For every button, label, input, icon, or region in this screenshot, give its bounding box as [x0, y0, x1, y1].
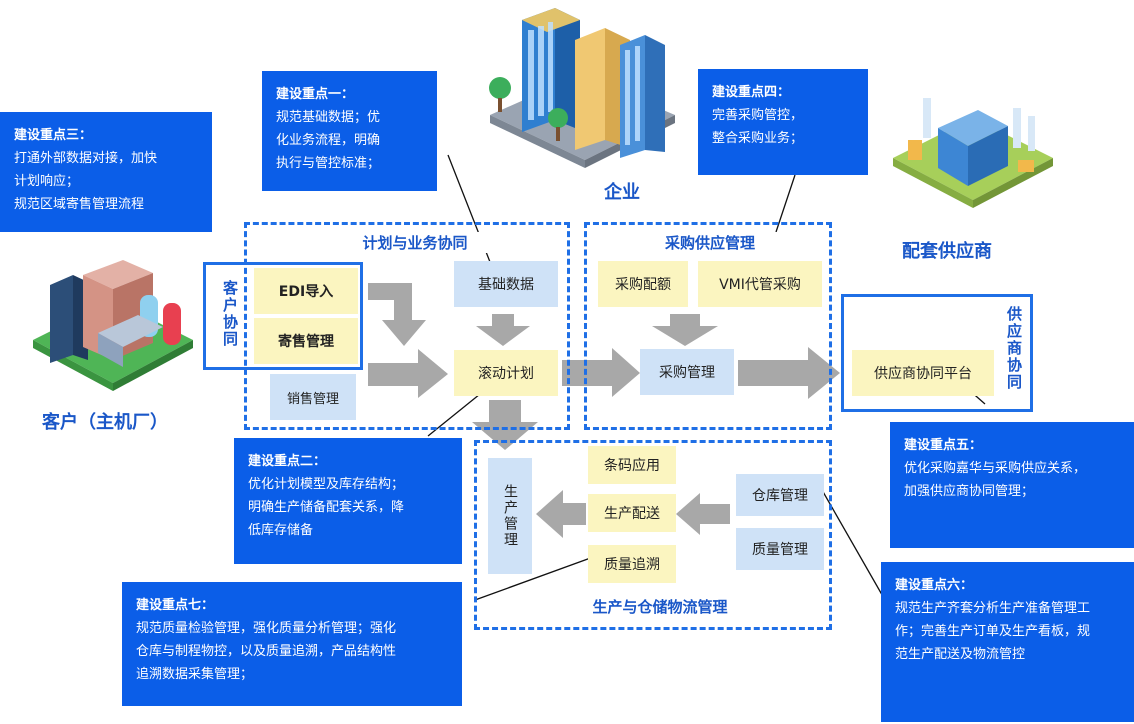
key-point-three-note: 建设重点三： 打通外部数据对接，加快 计划响应； 规范区域寄售管理流程 [0, 112, 212, 232]
basic-data-box: 基础数据 [454, 261, 558, 307]
key-point-two-body: 优化计划模型及库存结构； 明确生产储备配套关系，降 低库存储备 [248, 477, 405, 538]
key-point-six-note: 建设重点六： 规范生产齐套分析生产准备管理工 作；完善生产订单及生产看板，规 范… [881, 562, 1134, 722]
planning-group-title: 计划与业务协同 [330, 232, 500, 253]
sales-mgmt-box: 销售管理 [270, 374, 356, 420]
prod-mgmt-box: 生产管理 [488, 458, 532, 574]
supplier-factory-icon [893, 98, 1053, 208]
prod-delivery-box: 生产配送 [588, 494, 676, 532]
key-point-three-body: 打通外部数据对接，加快 计划响应； 规范区域寄售管理流程 [14, 151, 158, 212]
customer-collab-label: 客户协同 [221, 280, 239, 348]
supplier-platform-box: 供应商协同平台 [852, 350, 994, 396]
key-point-four-body: 完善采购管控， 整合采购业务； [712, 108, 804, 146]
key-point-five-title: 建设重点五： [904, 438, 983, 453]
vmi-purchase-box: VMI代管采购 [698, 261, 822, 307]
consignment-box: 寄售管理 [254, 318, 358, 364]
key-point-one-body: 规范基础数据；优 化业务流程，明确 执行与管控标准； [276, 110, 381, 171]
customer-label: 客户（主机厂） [42, 412, 168, 433]
customer-collab-frame [203, 262, 363, 370]
planning-group-frame [244, 222, 570, 430]
warehouse-mgmt-box: 仓库管理 [736, 474, 824, 516]
quality-trace-box: 质量追溯 [588, 545, 676, 583]
key-point-six-body: 规范生产齐套分析生产准备管理工 作；完善生产订单及生产看板，规 范生产配送及物流… [895, 601, 1091, 662]
key-point-one-title: 建设重点一： [276, 87, 355, 102]
key-point-three-title: 建设重点三： [14, 128, 93, 143]
key-point-two-title: 建设重点二： [248, 454, 327, 469]
supplier-collab-frame [841, 294, 1033, 412]
quality-mgmt-box: 质量管理 [736, 528, 824, 570]
purchase-quota-box: 采购配额 [598, 261, 688, 307]
key-point-four-note: 建设重点四： 完善采购管控， 整合采购业务； [698, 69, 868, 175]
purchasing-group-frame [584, 222, 832, 430]
supplier-collab-label: 供应商协同 [1005, 306, 1023, 391]
purchase-mgmt-box: 采购管理 [640, 349, 734, 395]
rolling-plan-box: 滚动计划 [454, 350, 558, 396]
key-point-one-note: 建设重点一： 规范基础数据；优 化业务流程，明确 执行与管控标准； [262, 71, 437, 191]
key-point-six-title: 建设重点六： [895, 578, 974, 593]
edi-import-box: EDI导入 [254, 268, 358, 314]
key-point-four-title: 建设重点四： [712, 85, 791, 100]
production-group-title: 生产与仓储物流管理 [592, 598, 728, 616]
key-point-five-body: 优化采购嘉华与采购供应关系， 加强供应商协同管理； [904, 461, 1087, 499]
key-point-two-note: 建设重点二： 优化计划模型及库存结构； 明确生产储备配套关系，降 低库存储备 [234, 438, 462, 564]
production-group-frame [474, 440, 832, 630]
key-point-seven-body: 规范质量检验管理，强化质量分析管理；强化 仓库与制程物控，以及质量追溯，产品结构… [136, 621, 397, 682]
key-point-five-note: 建设重点五： 优化采购嘉华与采购供应关系， 加强供应商协同管理； [890, 422, 1134, 548]
purchasing-group-title: 采购供应管理 [630, 232, 790, 253]
key-point-seven-title: 建设重点七： [136, 598, 215, 613]
customer-factory-icon [33, 260, 193, 391]
enterprise-buildings-icon [489, 8, 675, 168]
enterprise-label: 企业 [604, 182, 640, 203]
barcode-box: 条码应用 [588, 446, 676, 484]
supplier-label: 配套供应商 [902, 241, 992, 262]
key-point-seven-note: 建设重点七： 规范质量检验管理，强化质量分析管理；强化 仓库与制程物控，以及质量… [122, 582, 462, 706]
